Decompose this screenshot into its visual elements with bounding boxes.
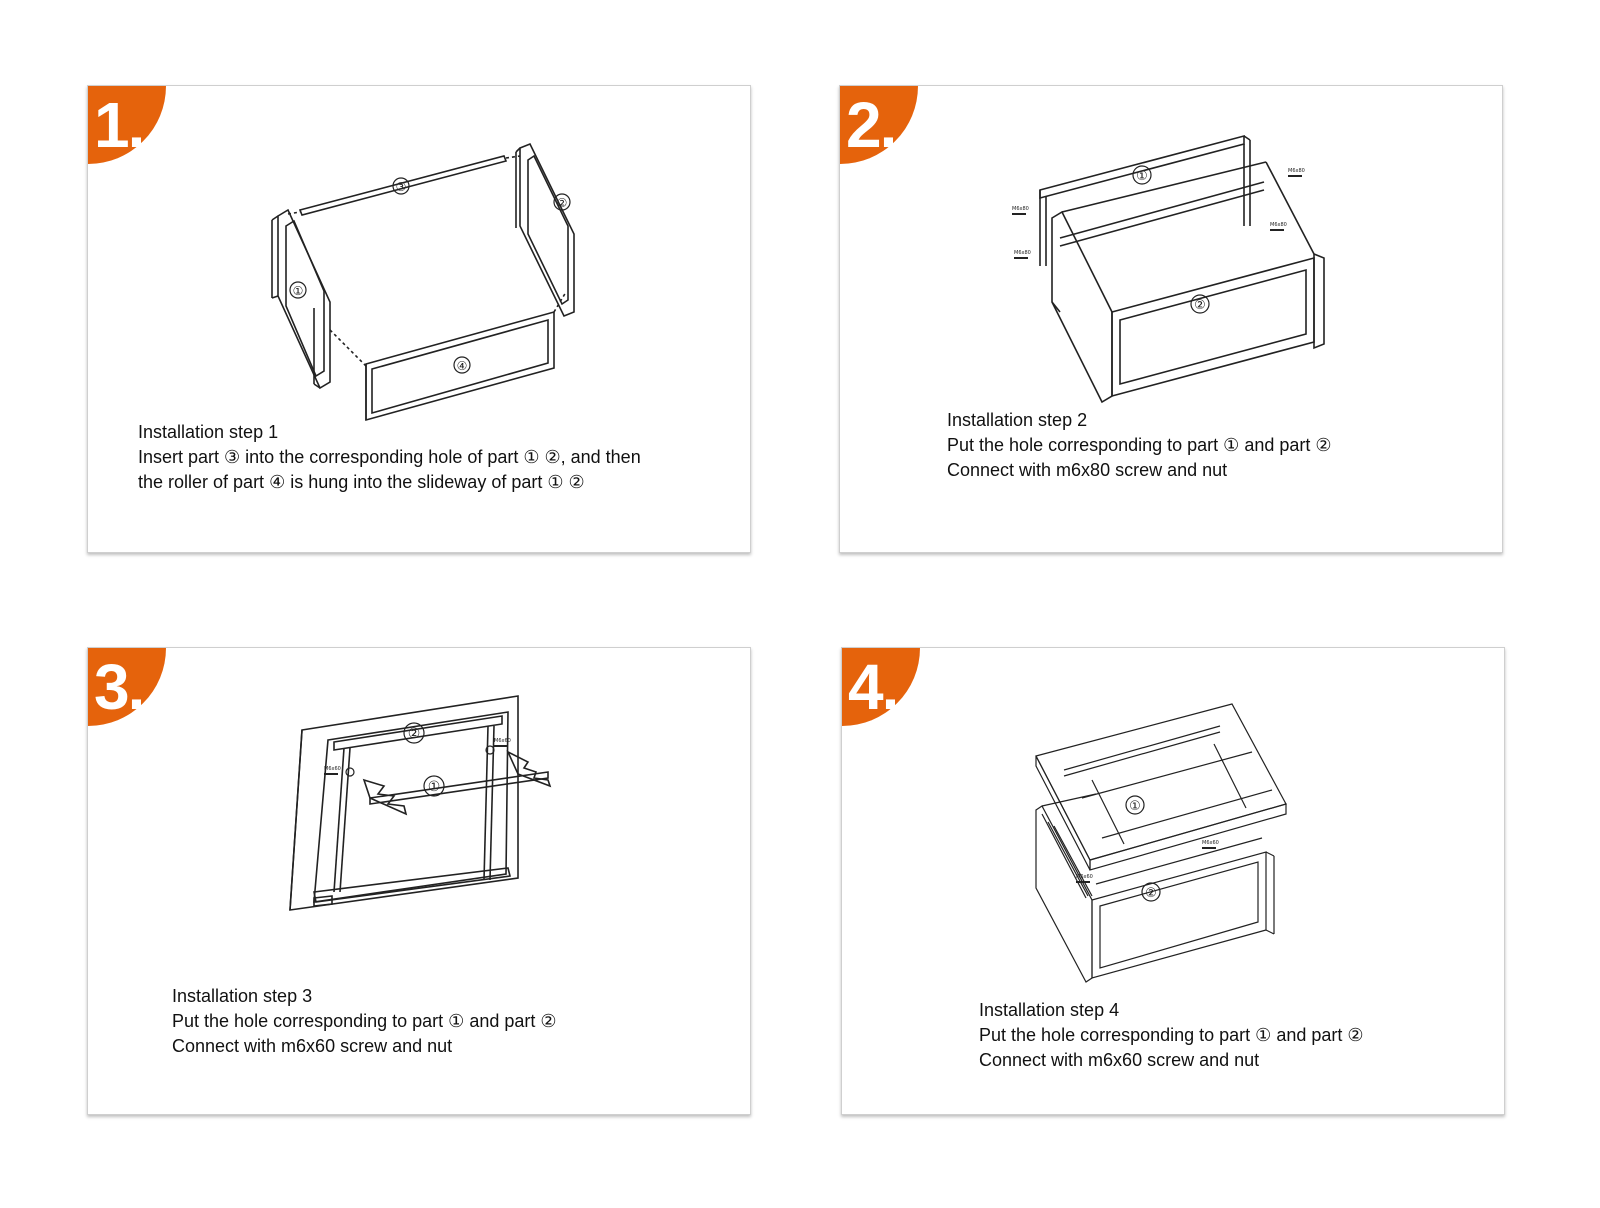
part-callout-2: ② [1190,294,1210,314]
step-title: Installation step 2 [947,410,1088,430]
part-3-rod [287,155,521,216]
svg-text:M6x80: M6x80 [1270,222,1287,228]
part-1-drawer [1035,703,1287,871]
step-line: Insert part ③ into the corresponding hol… [138,447,641,467]
step-instructions: Installation step 4 Put the hole corresp… [979,998,1364,1073]
step-title: Installation step 4 [979,1000,1120,1020]
step-3-drawing: M6x60 M6x60 ② ① [289,695,552,911]
svg-text:M6x60: M6x60 [1076,874,1093,880]
step-2-drawing: M6x80 M6x80 M6x80 M6x80 ① ② [1012,134,1325,404]
svg-text:②: ② [1145,886,1157,901]
part-2-tray [289,695,519,911]
svg-text:M6x80: M6x80 [1014,250,1031,256]
part-callout-1: ① [423,775,445,797]
step-badge: 3. [88,648,166,726]
svg-text:M6x60: M6x60 [494,738,511,744]
svg-text:①: ① [1136,169,1148,184]
step-title: Installation step 1 [138,422,279,442]
part-2-side-frame [515,142,575,318]
step-1-drawing: ③ ② ① ④ [271,142,575,422]
step-line: Put the hole corresponding to part ① and… [979,1025,1364,1045]
screw-tag: M6x80 [1012,206,1029,215]
part-1-side-frame [271,208,331,390]
part-1-back-frame [1039,134,1265,266]
step-4-panel: 4. M6x60 M6x6 [841,647,1505,1115]
part-callout-2: ② [553,193,571,211]
svg-text:①: ① [293,284,304,298]
svg-text:①: ① [428,779,441,795]
step-1-panel: 1. ③ [87,85,751,553]
part-1-crossbar [345,745,552,816]
screw-tag: M6x80 [1288,168,1305,177]
step-line: Connect with m6x60 screw and nut [979,1050,1260,1070]
svg-text:M6x60: M6x60 [1202,840,1219,846]
svg-text:M6x80: M6x80 [1012,206,1029,212]
svg-text:④: ④ [457,359,468,373]
step-3-panel: 3. M6x60 M6x6 [87,647,751,1115]
step-badge: 1. [88,86,166,164]
part-callout-3: ③ [392,177,410,195]
part-callout-2: ② [1141,882,1161,902]
screw-tag: M6x80 [1270,222,1287,231]
svg-text:M6x60: M6x60 [324,766,341,772]
part-callout-4: ④ [453,356,471,374]
step-instructions: Installation step 3 Put the hole corresp… [172,984,557,1059]
part-callout-1: ① [289,281,307,299]
step-badge: 4. [842,648,920,726]
svg-text:①: ① [1129,799,1141,814]
step-line: Connect with m6x80 screw and nut [947,460,1228,480]
svg-text:③: ③ [396,180,407,194]
part-2-base-frame [1035,793,1275,983]
screw-tag: M6x60 [1076,874,1093,883]
step-2-panel: 2. M6x80 M6x80 [839,85,1503,553]
step-instructions: Installation step 2 Put the hole corresp… [947,408,1332,483]
screw-tag: M6x60 [1202,840,1219,849]
step-number: 2. [846,89,897,161]
step-number: 1. [94,89,145,161]
screw-tag: M6x60 [324,766,341,775]
step-title: Installation step 3 [172,986,313,1006]
svg-text:M6x80: M6x80 [1288,168,1305,174]
part-callout-1: ① [1125,795,1145,815]
step-line: Put the hole corresponding to part ① and… [172,1011,557,1031]
screw-tag: M6x60 [494,738,511,747]
step-instructions: Installation step 1 Insert part ③ into t… [138,420,641,495]
svg-text:②: ② [408,726,421,742]
step-line: the roller of part ④ is hung into the sl… [138,472,585,492]
step-line: Put the hole corresponding to part ① and… [947,435,1332,455]
screw-tag: M6x80 [1014,250,1031,259]
step-number: 3. [94,651,145,723]
step-line: Connect with m6x60 screw and nut [172,1036,453,1056]
svg-text:②: ② [557,196,568,210]
part-2-front-box [1051,161,1325,404]
step-4-drawing: M6x60 M6x60 ① ② [1035,703,1287,983]
svg-text:②: ② [1194,298,1206,313]
part-4-front-panel [329,291,567,422]
step-number: 4. [848,651,899,723]
part-callout-1: ① [1132,165,1152,185]
part-callout-2: ② [403,722,425,744]
